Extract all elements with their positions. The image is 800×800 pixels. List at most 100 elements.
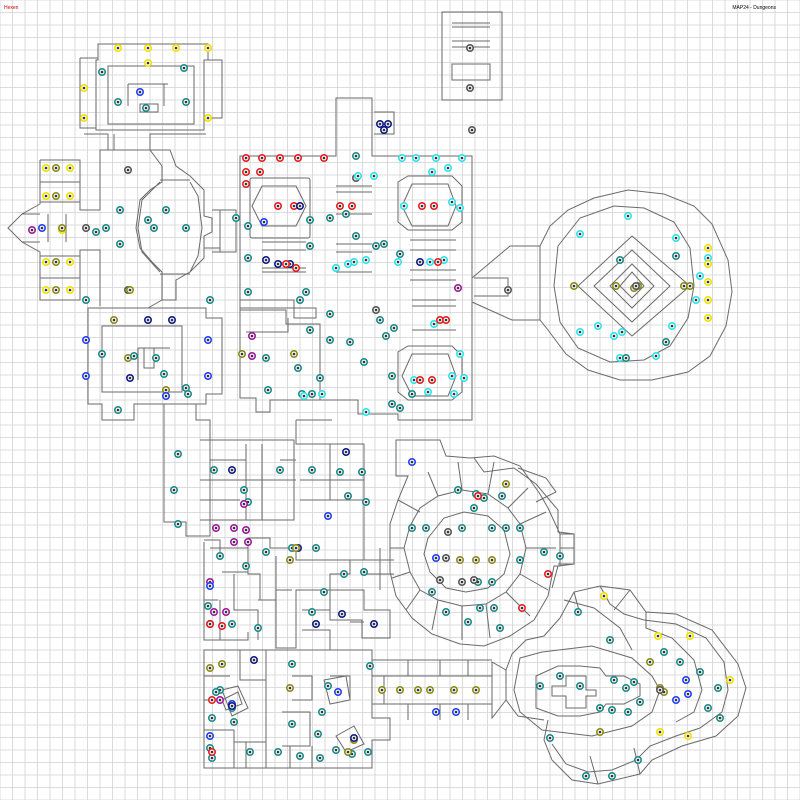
navy-thing-marker	[228, 465, 237, 474]
gray-thing-marker	[655, 685, 664, 694]
teal-thing-marker	[633, 755, 642, 764]
teal-thing-marker	[325, 214, 334, 223]
teal-thing-marker	[713, 683, 722, 692]
teal-thing-marker	[232, 214, 241, 223]
gray-thing-marker	[371, 305, 380, 314]
teal-thing-marker	[361, 497, 370, 506]
teal-thing-marker	[114, 405, 123, 414]
olive-thing-marker	[289, 349, 298, 358]
teal-thing-marker	[174, 449, 183, 458]
teal-thing-marker	[130, 351, 139, 360]
teal-thing-marker	[661, 337, 670, 346]
olive-thing-marker	[206, 663, 215, 672]
yellow-thing-marker	[41, 285, 50, 294]
cyan-thing-marker	[397, 154, 406, 163]
teal-thing-marker	[317, 707, 326, 716]
teal-thing-marker	[246, 747, 255, 756]
yellow-thing-marker	[66, 257, 75, 266]
cyan-thing-marker	[455, 204, 464, 213]
teal-thing-marker	[263, 385, 272, 394]
teal-thing-marker	[363, 747, 372, 756]
cyan-thing-marker	[695, 271, 704, 280]
blue-thing-marker	[323, 511, 332, 520]
teal-thing-marker	[629, 677, 638, 686]
red-thing-marker	[441, 315, 450, 324]
teal-thing-marker	[621, 353, 630, 362]
teal-thing-marker	[379, 240, 388, 249]
teal-thing-marker	[242, 561, 251, 570]
teal-thing-marker	[539, 547, 548, 556]
teal-thing-marker	[615, 255, 624, 264]
cyan-thing-marker	[447, 371, 456, 380]
teal-thing-marker	[395, 403, 404, 412]
yellow-thing-marker	[725, 675, 734, 684]
red-thing-marker	[257, 154, 266, 163]
red-thing-marker	[543, 569, 552, 578]
yellow-thing-marker	[683, 731, 692, 740]
teal-thing-marker	[635, 697, 644, 706]
red-thing-marker	[427, 375, 436, 384]
teal-thing-marker	[715, 713, 724, 722]
teal-thing-marker	[210, 465, 219, 474]
navy-thing-marker	[369, 619, 378, 628]
teal-thing-marker	[621, 683, 630, 692]
teal-thing-marker	[359, 567, 368, 576]
red-thing-marker	[255, 168, 264, 177]
teal-thing-marker	[605, 635, 614, 644]
cyan-thing-marker	[651, 351, 660, 360]
olive-thing-marker	[51, 164, 60, 173]
purple-thing-marker	[27, 226, 36, 235]
teal-thing-marker	[487, 523, 496, 532]
olive-thing-marker	[218, 659, 227, 668]
teal-thing-marker	[315, 753, 324, 762]
purple-thing-marker	[453, 283, 462, 292]
gray-thing-marker	[82, 224, 91, 233]
yellow-thing-marker	[703, 244, 712, 253]
teal-thing-marker	[313, 729, 322, 738]
teal-thing-marker	[244, 222, 253, 231]
teal-thing-marker	[407, 523, 416, 532]
teal-thing-marker	[182, 224, 191, 233]
teal-thing-marker	[497, 491, 506, 500]
yellow-thing-marker	[703, 295, 712, 304]
teal-thing-marker	[82, 295, 91, 304]
cyan-thing-marker	[455, 349, 464, 358]
teal-thing-marker	[581, 771, 590, 780]
teal-thing-marker	[351, 152, 360, 161]
olive-thing-marker	[595, 727, 604, 736]
teal-thing-marker	[407, 389, 416, 398]
teal-thing-marker	[371, 242, 380, 251]
red-thing-marker	[335, 202, 344, 211]
cyan-thing-marker	[423, 387, 432, 396]
teal-thing-marker	[315, 373, 324, 382]
teal-thing-marker	[307, 465, 316, 474]
gray-thing-marker	[441, 553, 450, 562]
cyan-thing-marker	[691, 295, 700, 304]
yellow-thing-marker	[80, 114, 89, 123]
teal-thing-marker	[575, 681, 584, 690]
teal-thing-marker	[254, 623, 263, 632]
blue-thing-marker	[407, 457, 416, 466]
red-thing-marker	[319, 154, 328, 163]
olive-thing-marker	[395, 685, 404, 694]
yellow-thing-marker	[703, 259, 712, 268]
teal-thing-marker	[116, 240, 125, 249]
teal-thing-marker	[170, 485, 179, 494]
teal-thing-marker	[341, 210, 350, 219]
teal-thing-marker	[295, 295, 304, 304]
blue-thing-marker	[333, 687, 342, 696]
navy-thing-marker	[341, 447, 350, 456]
red-thing-marker	[218, 621, 227, 630]
teal-thing-marker	[375, 315, 384, 324]
teal-thing-marker	[162, 206, 171, 215]
yellow-thing-marker	[172, 43, 181, 52]
teal-thing-marker	[244, 287, 253, 296]
teal-thing-marker	[98, 349, 107, 358]
purple-thing-marker	[248, 331, 257, 340]
teal-thing-marker	[180, 64, 189, 73]
legend-box	[441, 11, 503, 101]
cyan-thing-marker	[575, 327, 584, 336]
olive-thing-marker	[487, 555, 496, 564]
red-thing-marker	[291, 263, 300, 272]
